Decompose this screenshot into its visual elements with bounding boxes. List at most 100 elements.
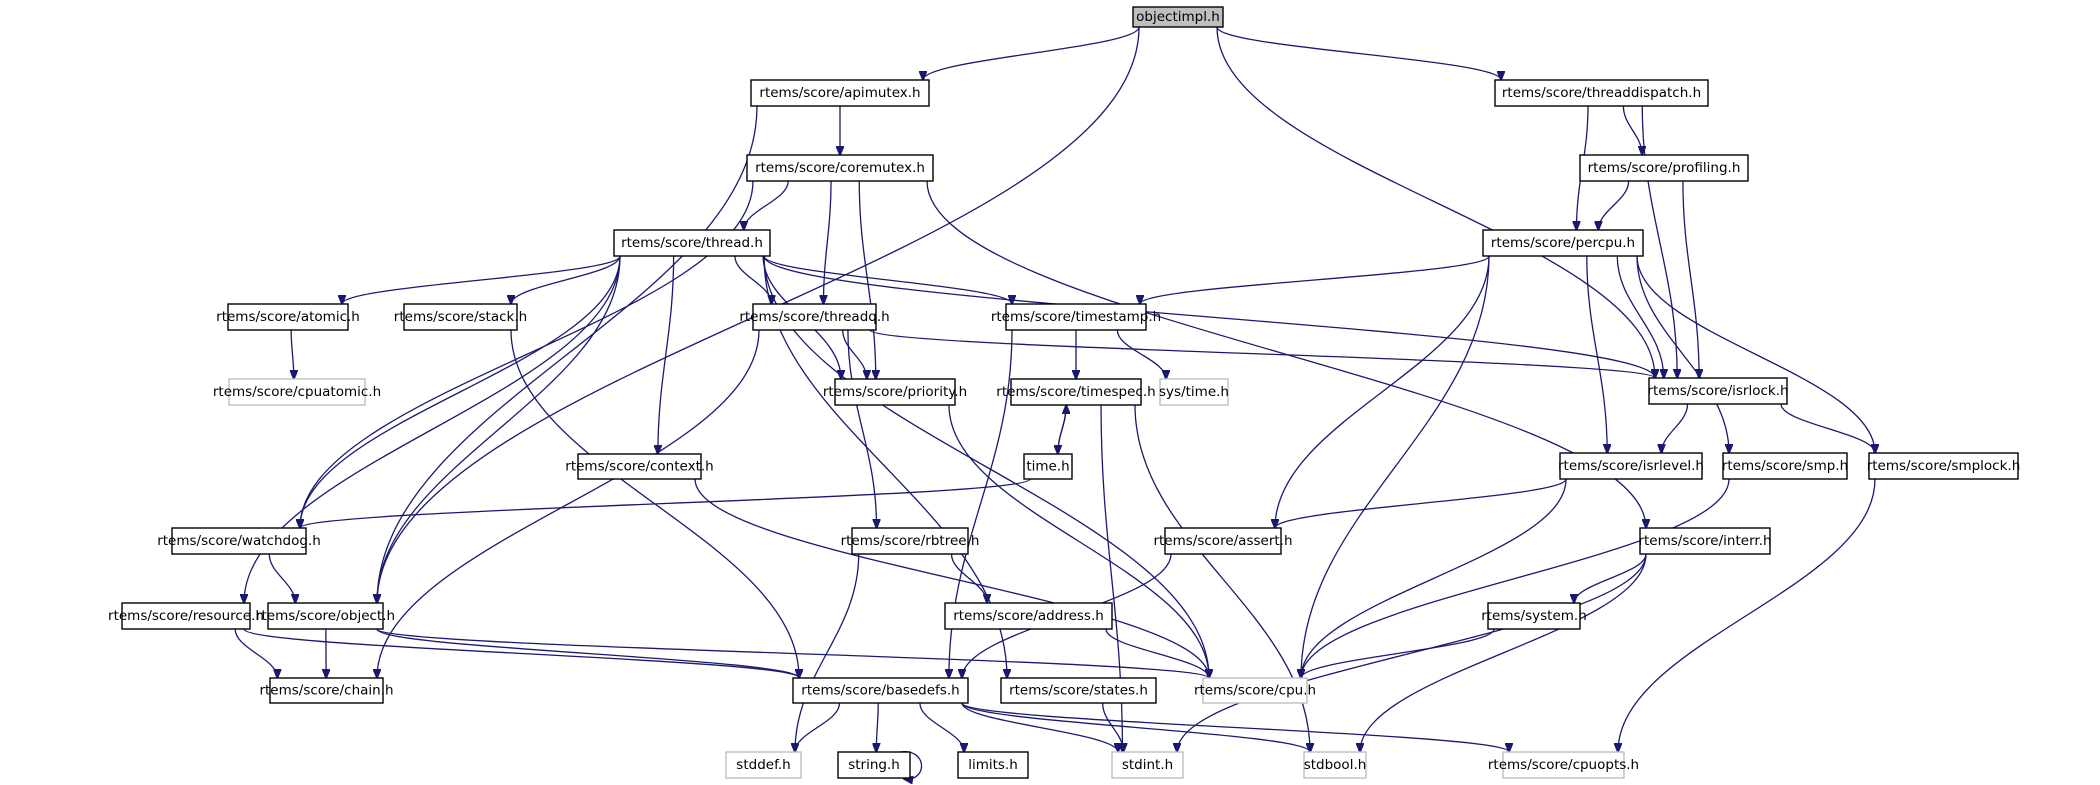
node-stack[interactable]: rtems/score/stack.h xyxy=(394,303,527,331)
node-rbtree[interactable]: rtems/score/rbtree.h xyxy=(841,527,980,555)
node-box[interactable] xyxy=(269,677,384,704)
node-box[interactable] xyxy=(752,303,877,331)
node-box xyxy=(1502,751,1625,779)
node-box[interactable] xyxy=(851,527,969,555)
node-box[interactable] xyxy=(1005,303,1147,331)
node-limits[interactable]: limits.h xyxy=(957,751,1029,779)
node-cpu: rtems/score/cpu.h xyxy=(1194,677,1316,704)
edge-thread-to-atomic xyxy=(342,255,621,304)
node-box[interactable] xyxy=(121,602,251,630)
node-time[interactable]: time.h xyxy=(1023,453,1073,480)
node-coremutex[interactable]: rtems/score/coremutex.h xyxy=(746,154,934,182)
node-priority[interactable]: rtems/score/priority.h xyxy=(823,378,967,406)
node-basedefs[interactable]: rtems/score/basedefs.h xyxy=(792,677,969,704)
node-box[interactable] xyxy=(1000,677,1157,704)
node-threadq[interactable]: rtems/score/threadq.h xyxy=(739,303,890,331)
node-resource[interactable]: rtems/score/resource.h xyxy=(108,602,264,630)
node-box[interactable] xyxy=(1868,452,2019,480)
node-box[interactable] xyxy=(1482,229,1644,257)
node-label: rtems/score/chain.h xyxy=(259,683,393,699)
node-stdbool: stdbool.h xyxy=(1303,751,1367,779)
edge-percpu-to-smp xyxy=(1636,255,1729,453)
node-object[interactable]: rtems/score/object.h xyxy=(256,602,395,630)
node-box xyxy=(1303,751,1367,779)
node-apimutex[interactable]: rtems/score/apimutex.h xyxy=(750,79,930,107)
node-box[interactable] xyxy=(792,677,969,704)
node-assert[interactable]: rtems/score/assert.h xyxy=(1153,527,1293,555)
node-box[interactable] xyxy=(577,453,702,480)
node-box[interactable] xyxy=(837,751,911,779)
node-label: rtems/score/apimutex.h xyxy=(759,85,920,101)
node-thread[interactable]: rtems/score/thread.h xyxy=(613,229,771,257)
node-box[interactable] xyxy=(1559,452,1703,480)
edge-resource-to-basedefs xyxy=(243,628,799,678)
node-box[interactable] xyxy=(1639,527,1771,555)
node-box[interactable] xyxy=(1023,453,1073,480)
node-box[interactable] xyxy=(957,751,1029,779)
edge-percpu-to-isrlock xyxy=(1616,255,1664,378)
node-box[interactable] xyxy=(1494,79,1709,107)
node-box[interactable] xyxy=(171,527,307,555)
node-watchdog[interactable]: rtems/score/watchdog.h xyxy=(157,527,321,555)
node-box[interactable] xyxy=(1722,452,1848,480)
node-box xyxy=(1159,378,1229,406)
node-label: rtems/score/threadq.h xyxy=(739,309,889,325)
node-timespec[interactable]: rtems/score/timespec.h xyxy=(996,378,1156,406)
node-box[interactable] xyxy=(1164,527,1282,555)
edge-interr-to-stdint xyxy=(1177,553,1647,752)
node-smplock[interactable]: rtems/score/smplock.h xyxy=(1867,452,2021,480)
node-box xyxy=(1202,677,1308,704)
edge-threadq-to-priority xyxy=(842,329,867,379)
node-box[interactable] xyxy=(1648,377,1788,405)
node-system[interactable]: rtems/system.h xyxy=(1481,602,1587,630)
edge-smp-to-cpu xyxy=(1301,478,1730,678)
node-box[interactable] xyxy=(1132,6,1224,28)
edge-priority-to-cpu xyxy=(948,404,1209,678)
edge-percpu-to-cpu xyxy=(1301,255,1490,678)
node-box[interactable] xyxy=(1010,378,1142,406)
edge-thread-to-object xyxy=(377,255,621,603)
edge-thread-to-timestamp xyxy=(763,255,1012,304)
node-isrlock[interactable]: rtems/score/isrlock.h xyxy=(1647,377,1789,405)
edge-threaddispatch-to-profiling xyxy=(1622,105,1642,155)
node-label: rtems/score/isrlock.h xyxy=(1647,383,1788,399)
node-box[interactable] xyxy=(1579,154,1749,182)
node-box[interactable] xyxy=(1487,602,1581,630)
node-profiling[interactable]: rtems/score/profiling.h xyxy=(1579,154,1749,182)
node-stddef: stddef.h xyxy=(725,751,802,779)
node-box[interactable] xyxy=(403,303,518,331)
node-label: rtems/score/address.h xyxy=(953,608,1104,624)
node-box[interactable] xyxy=(944,602,1113,630)
edge-percpu-to-timestamp xyxy=(1140,255,1490,304)
node-label: rtems/score/atomic.h xyxy=(216,309,360,325)
node-box[interactable] xyxy=(613,229,771,257)
edge-profiling-to-isrlock xyxy=(1682,180,1699,378)
node-timestamp[interactable]: rtems/score/timestamp.h xyxy=(991,303,1161,331)
node-chain[interactable]: rtems/score/chain.h xyxy=(259,677,394,704)
node-string[interactable]: string.h xyxy=(837,751,911,779)
node-smp[interactable]: rtems/score/smp.h xyxy=(1722,452,1848,480)
node-box[interactable] xyxy=(834,378,956,406)
node-percpu[interactable]: rtems/score/percpu.h xyxy=(1482,229,1644,257)
edge-smplock-to-cpuopts xyxy=(1618,478,1876,752)
node-interr[interactable]: rtems/score/interr.h xyxy=(1638,527,1772,555)
node-states[interactable]: rtems/score/states.h xyxy=(1000,677,1157,704)
node-label: rtems/score/smplock.h xyxy=(1867,458,2021,474)
node-box[interactable] xyxy=(227,303,349,331)
node-address[interactable]: rtems/score/address.h xyxy=(944,602,1113,630)
node-context[interactable]: rtems/score/context.h xyxy=(565,453,714,480)
node-atomic[interactable]: rtems/score/atomic.h xyxy=(216,303,360,331)
node-isrlevel[interactable]: rtems/score/isrlevel.h xyxy=(1558,452,1704,480)
node-threaddispatch[interactable]: rtems/score/threaddispatch.h xyxy=(1494,79,1709,107)
node-systime: sys/time.h xyxy=(1159,378,1229,406)
node-box[interactable] xyxy=(746,154,934,182)
node-cpuopts: rtems/score/cpuopts.h xyxy=(1488,751,1639,779)
edge-watchdog-to-object xyxy=(268,553,295,603)
node-box[interactable] xyxy=(750,79,930,107)
node-label: limits.h xyxy=(968,757,1018,773)
edge-rbtree-to-stddef xyxy=(795,553,860,752)
node-box[interactable] xyxy=(267,602,384,630)
edge-threaddispatch-to-isrlock xyxy=(1641,105,1677,378)
node-label: rtems/score/watchdog.h xyxy=(157,533,321,549)
node-objectimpl[interactable]: objectimpl.h xyxy=(1132,6,1224,28)
